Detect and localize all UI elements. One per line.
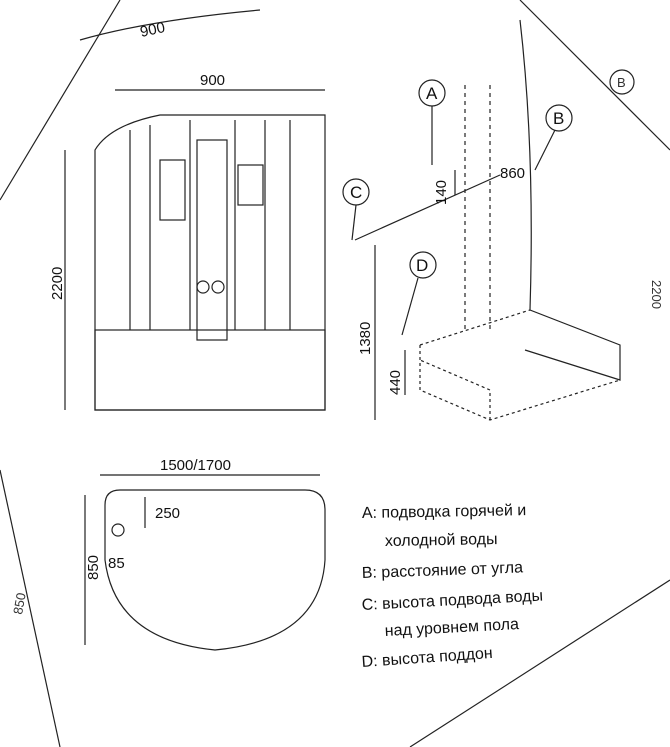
edge-marker-b: B [617,75,626,90]
drain-offset-label: 250 [155,505,180,522]
marker-b: B [553,109,564,128]
width-front-label-900: 900 [200,72,225,89]
marker-a: A [426,84,438,103]
legend-c-line1: C: высота подвода воды [361,588,543,614]
legend: A: подводка горячей и холодной воды B: р… [361,502,543,671]
height-label-2200: 2200 [49,267,66,300]
edge-height-2200: 2200 [649,280,664,309]
tray-depth-label: 850 [85,555,102,580]
legend-c-line2: над уровнем пола [384,616,519,640]
edge-depth-850: 850 [10,592,29,616]
width-top-label-900: 900 [139,19,167,41]
tray-width-label: 1500/1700 [160,457,231,474]
legend-a-line2: холодной воды [385,531,498,550]
tray-plan: 1500/1700 250 85 850 [84,457,326,651]
connection-view: A B C D 140 860 1380 440 [342,19,621,421]
dim-140: 140 [433,180,450,205]
legend-d: D: высота поддон [361,645,493,671]
legend-a-line1: A: подводка горячей и [362,502,527,522]
legend-b: B: расстояние от угла [362,559,524,582]
dim-860: 860 [500,165,525,182]
edge-fragments: 2200 850 B [10,69,664,616]
marker-d: D [416,256,428,275]
dim-1380: 1380 [357,322,374,355]
marker-c: C [350,183,362,202]
drain-diameter-label: 85 [108,555,125,572]
front-view: 2200 900 900 [49,9,326,411]
dim-440: 440 [387,370,404,395]
